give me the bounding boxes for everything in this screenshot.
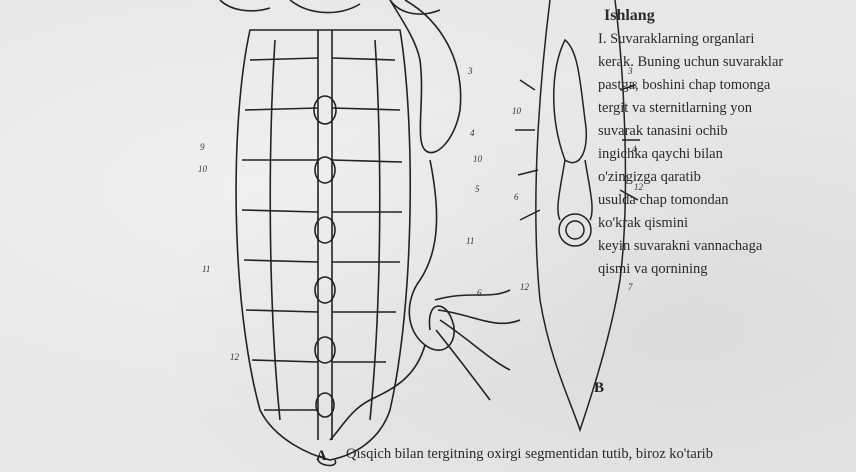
text-line: tergit va sternitlarning yon <box>598 97 856 120</box>
svg-text:3: 3 <box>467 66 473 76</box>
svg-text:9: 9 <box>200 142 205 152</box>
svg-text:11: 11 <box>466 236 474 246</box>
text-line: pastga, boshini chap tomonga <box>598 74 856 97</box>
text-line: o'zingizga qaratib <box>598 166 856 189</box>
text-line: ko'krak qismini <box>598 212 856 235</box>
text-line: ingichka qaychi bilan <box>598 143 856 166</box>
text-line: I. Suvaraklarning organlari <box>598 28 856 51</box>
text-line: suvarak tanasini ochib <box>598 120 856 143</box>
text-line: kerak. Buning uchun suvaraklar <box>598 51 856 74</box>
figure-a-drawing: 3 4 10 5 11 6 9 10 11 12 <box>190 0 550 472</box>
svg-text:6: 6 <box>477 288 482 298</box>
body-paragraph: I. Suvaraklarning organlari kerak. Bunin… <box>598 28 856 281</box>
svg-text:6: 6 <box>514 192 519 202</box>
panel-label-a: A <box>316 448 327 465</box>
svg-text:5: 5 <box>475 184 480 194</box>
bottom-text-line: Qisqich bilan tergitning oxirgi segmenti… <box>346 446 846 463</box>
text-line: keyin suvarakni vannachaga <box>598 235 856 258</box>
section-heading: Ishlang <box>598 4 856 28</box>
text-line: usulda chap tomondan <box>598 189 856 212</box>
svg-text:4: 4 <box>470 128 475 138</box>
text-line: qismi va qornining <box>598 258 856 281</box>
svg-text:11: 11 <box>202 264 210 274</box>
svg-text:10: 10 <box>512 106 522 116</box>
svg-text:12: 12 <box>230 352 240 362</box>
body-text: Ishlang I. Suvaraklarning organlari kera… <box>598 4 856 472</box>
svg-text:10: 10 <box>198 164 208 174</box>
svg-text:12: 12 <box>520 282 530 292</box>
svg-text:10: 10 <box>473 154 483 164</box>
